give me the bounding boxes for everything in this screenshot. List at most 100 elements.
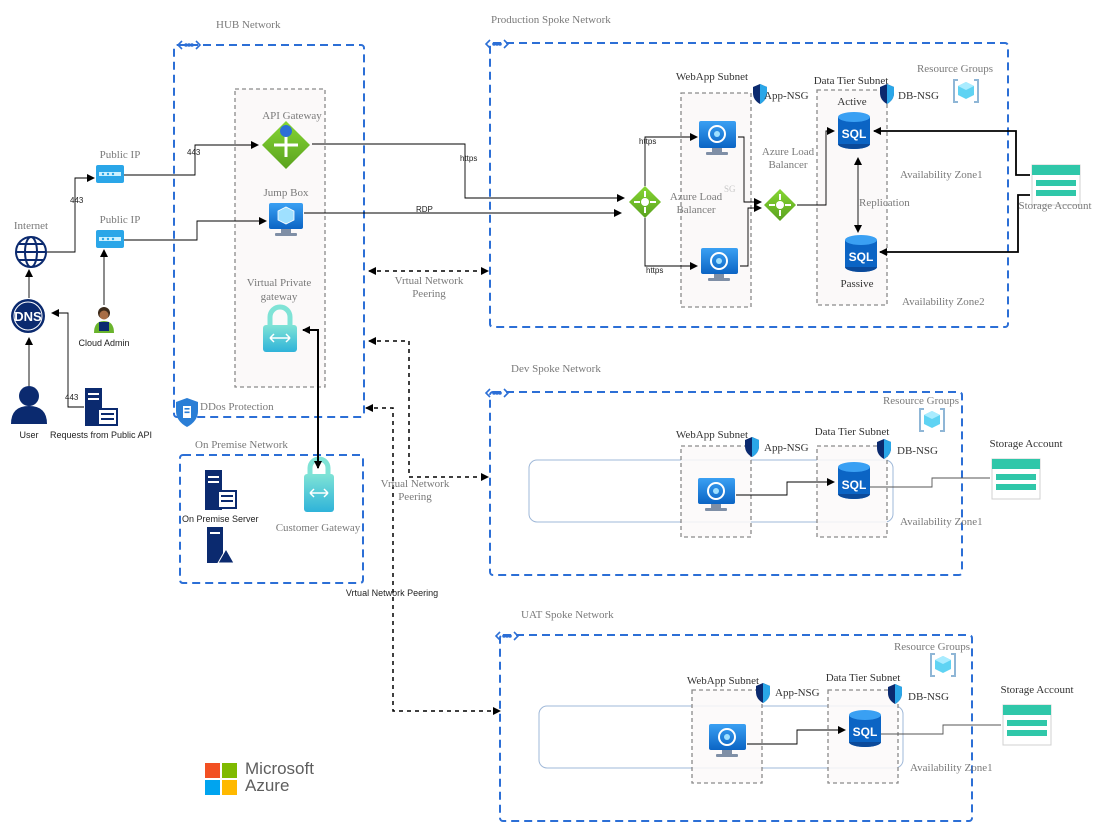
port-label-internet: 443 [70, 196, 84, 205]
vpn-to-customer-gateway-link [302, 326, 322, 469]
dev-app-nsg-label: App-NSG [764, 442, 809, 454]
cloud-admin-label: Cloud Admin [78, 338, 129, 348]
nsg-shield-icon [753, 84, 767, 104]
public-ip-2-label: Public IP [100, 214, 141, 226]
prod-lb-fragment-label: SG [724, 184, 736, 194]
prod-db-nsg-label: DB-NSG [898, 90, 939, 102]
uat-sql-icon [849, 710, 881, 747]
vnet-icon [484, 39, 510, 49]
uat-storage-link [881, 724, 1001, 735]
dev-storage-link [870, 477, 990, 488]
ddos-shield-icon [176, 398, 198, 427]
prod-replication-label: Replication [859, 197, 910, 209]
dev-zone1-label: Availability Zone1 [900, 516, 983, 528]
on-premise-server-icon [205, 470, 237, 510]
uat-data-tier-subnet-label: Data Tier Subnet [826, 672, 901, 684]
prod-storage-account-label: Storage Account [1018, 200, 1091, 212]
prod-lb1-label-1: Azure Load [670, 191, 723, 203]
uat-storage-account-icon [1002, 704, 1052, 746]
port-label-gateway: 443 [187, 148, 201, 157]
prod-https-label-3: https [646, 266, 663, 275]
dev-network-title: Dev Spoke Network [511, 363, 601, 375]
vnet-icon [176, 40, 202, 50]
api-gateway-icon [262, 121, 310, 169]
prod-storage-account-icon [1031, 164, 1081, 206]
dev-db-nsg-label: DB-NSG [897, 445, 938, 457]
prod-lb1-label-2: Balancer [676, 204, 715, 216]
on-premise-server-2-icon [207, 527, 235, 564]
production-network-box [489, 42, 1009, 328]
prod-resource-groups-label: Resource Groups [917, 63, 993, 75]
prod-connectors [304, 127, 862, 270]
hub-network-title: HUB Network [216, 19, 281, 31]
ms-logo-green-square [222, 763, 237, 778]
prod-sql-active-text: SQL [842, 127, 867, 141]
uat-zone1-label: Availability Zone1 [910, 762, 993, 774]
dev-webapp-vm-icon [698, 478, 735, 511]
uat-resource-groups-label: Resource Groups [894, 641, 970, 653]
prod-https-label-2: https [639, 137, 656, 146]
ms-logo-yellow-square [222, 780, 237, 795]
uat-sql-text: SQL [853, 725, 878, 739]
customer-gateway-label: Customer Gateway [276, 522, 361, 534]
public-ip-1-label: Public IP [100, 149, 141, 161]
hub-network-box [173, 44, 365, 418]
prod-zone2-label: Availability Zone2 [902, 296, 985, 308]
nsg-shield-icon [877, 439, 891, 459]
resource-group-icon [953, 79, 979, 103]
prod-peering-label-1: Vrtual Network [395, 275, 464, 287]
prod-passive-label: Passive [841, 278, 874, 290]
uat-app-nsg-label: App-NSG [775, 687, 820, 699]
cloud-admin-icon [94, 307, 114, 333]
nsg-shield-icon [745, 437, 759, 457]
public-ip-1-icon [96, 165, 124, 183]
vpn-gateway-label-1: Virtual Private [247, 277, 312, 289]
internet-label: Internet [14, 220, 48, 232]
prod-webapp-subnet-label: WebApp Subnet [676, 71, 748, 83]
dev-sql-text: SQL [842, 478, 867, 492]
production-network-title: Production Spoke Network [491, 14, 611, 26]
uat-network-box [499, 634, 973, 822]
uat-network-title: UAT Spoke Network [521, 609, 614, 621]
prod-lb2-label-2: Balancer [768, 159, 807, 171]
prod-peering-label-2: Peering [412, 288, 446, 300]
dev-storage-account-label: Storage Account [989, 438, 1062, 450]
uat-connectors [747, 726, 846, 745]
nsg-shield-icon [880, 84, 894, 104]
dev-connectors [736, 478, 835, 496]
prod-data-tier-subnet-label: Data Tier Subnet [814, 75, 889, 87]
prod-webapp-vm-2-icon [701, 248, 738, 281]
on-premise-network-title: On Premise Network [195, 439, 288, 451]
prod-app-nsg-label: App-NSG [764, 90, 809, 102]
vpn-gateway-label-2: gateway [261, 291, 298, 303]
dev-peering-label-1: Vrtual Network [381, 478, 450, 490]
nsg-shield-icon [756, 683, 770, 703]
resource-group-icon [919, 408, 945, 432]
ddos-protection-label: DDos Protection [200, 401, 274, 413]
microsoft-azure-logo: Microsoft Azure [205, 760, 335, 796]
dns-text: DNS [14, 309, 42, 324]
user-label: User [19, 430, 38, 440]
prod-sql-passive-icon [845, 235, 877, 272]
ms-logo-blue-square [205, 780, 220, 795]
prod-zone1-label: Availability Zone1 [900, 169, 983, 181]
vnet-icon [484, 388, 510, 398]
prod-load-balancer-2-icon [764, 189, 796, 221]
uat-webapp-subnet-label: WebApp Subnet [687, 675, 759, 687]
ms-logo-line2: Azure [245, 776, 290, 795]
prod-load-balancer-1-icon [629, 186, 661, 218]
vnet-peering-connectors [365, 267, 501, 715]
jump-box-label: Jump Box [264, 187, 309, 199]
vpn-gateway-lock-icon [263, 304, 297, 352]
dev-webapp-subnet-label: WebApp Subnet [676, 429, 748, 441]
vnet-icon [494, 631, 520, 641]
dev-sql-icon [838, 462, 870, 499]
port-label-api: 443 [65, 393, 79, 402]
internet-globe-icon [15, 236, 47, 268]
public-ip-2-icon [96, 230, 124, 248]
dev-peering-label-2: Peering [398, 491, 432, 503]
prod-sql-passive-text: SQL [849, 250, 874, 264]
prod-lb2-label-1: Azure Load [762, 146, 815, 158]
dev-data-tier-subnet-label: Data Tier Subnet [815, 426, 890, 438]
